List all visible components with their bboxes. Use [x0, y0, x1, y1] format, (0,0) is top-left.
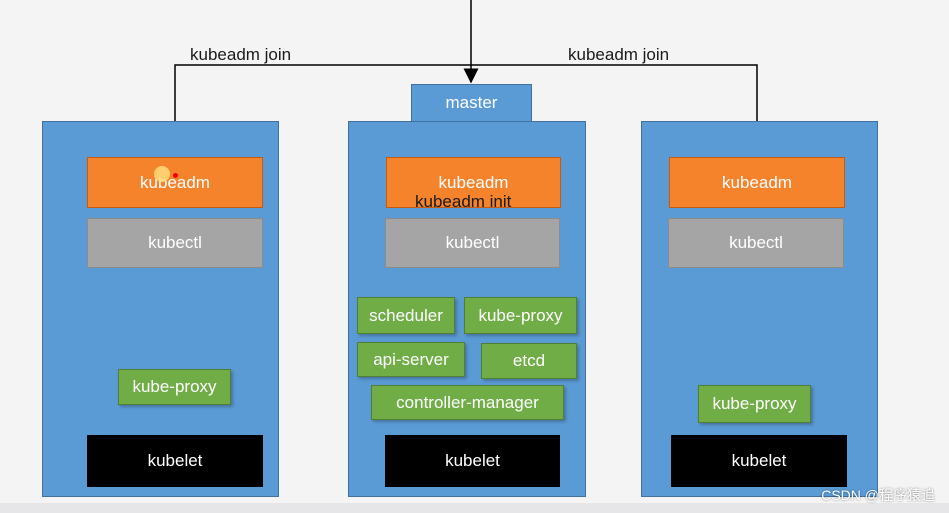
left-kubelet-label: kubelet [147, 451, 203, 470]
left-kube-proxy-label: kube-proxy [132, 377, 217, 396]
watermark: CSDN @程序猿追 [821, 487, 935, 503]
etcd-label: etcd [512, 351, 546, 370]
left-kubectl-label: kubectl [148, 233, 202, 252]
right-kubectl: kubectl [668, 218, 844, 268]
center-kubectl-label: kubectl [445, 233, 500, 252]
bottom-strip [0, 503, 949, 513]
api-server: api-server [357, 342, 465, 377]
right-kubectl-label: kubectl [729, 233, 783, 252]
join-left-label: kubeadm join [190, 45, 292, 64]
left-kubelet: kubelet [87, 435, 263, 487]
etcd: etcd [481, 343, 577, 379]
center-kube-proxy-label: kube-proxy [478, 305, 563, 325]
right-kubelet-label: kubelet [731, 451, 787, 470]
api-server-label: api-server [373, 349, 449, 369]
master-label: master [445, 93, 498, 112]
center-kubelet: kubelet [385, 435, 560, 487]
right-kube-proxy-label: kube-proxy [712, 394, 797, 413]
center-kubectl: kubectl [385, 218, 560, 268]
left-kubeadm: kubeadm [87, 157, 263, 208]
master-tab: master [411, 84, 532, 122]
right-kube-proxy: kube-proxy [698, 385, 811, 423]
center-kubeadm-label: kubeadm [438, 172, 509, 192]
scheduler: scheduler [357, 297, 455, 334]
right-kubeadm-label: kubeadm [722, 172, 792, 192]
init-label: kubeadm init [415, 192, 512, 211]
center-kubelet-label: kubelet [445, 451, 500, 470]
controller-manager-label: controller-manager [396, 392, 539, 412]
right-kubelet: kubelet [671, 435, 847, 487]
join-right-label: kubeadm join [568, 45, 670, 64]
controller-manager: controller-manager [371, 385, 564, 420]
scheduler-label: scheduler [369, 305, 443, 325]
left-kube-proxy: kube-proxy [118, 369, 231, 405]
center-kubeadm: kubeadm [386, 157, 561, 208]
cursor-pointer [173, 173, 178, 178]
cursor-highlight [154, 166, 170, 182]
left-kubectl: kubectl [87, 218, 263, 268]
right-kubeadm: kubeadm [669, 157, 845, 208]
center-kube-proxy: kube-proxy [464, 297, 577, 334]
